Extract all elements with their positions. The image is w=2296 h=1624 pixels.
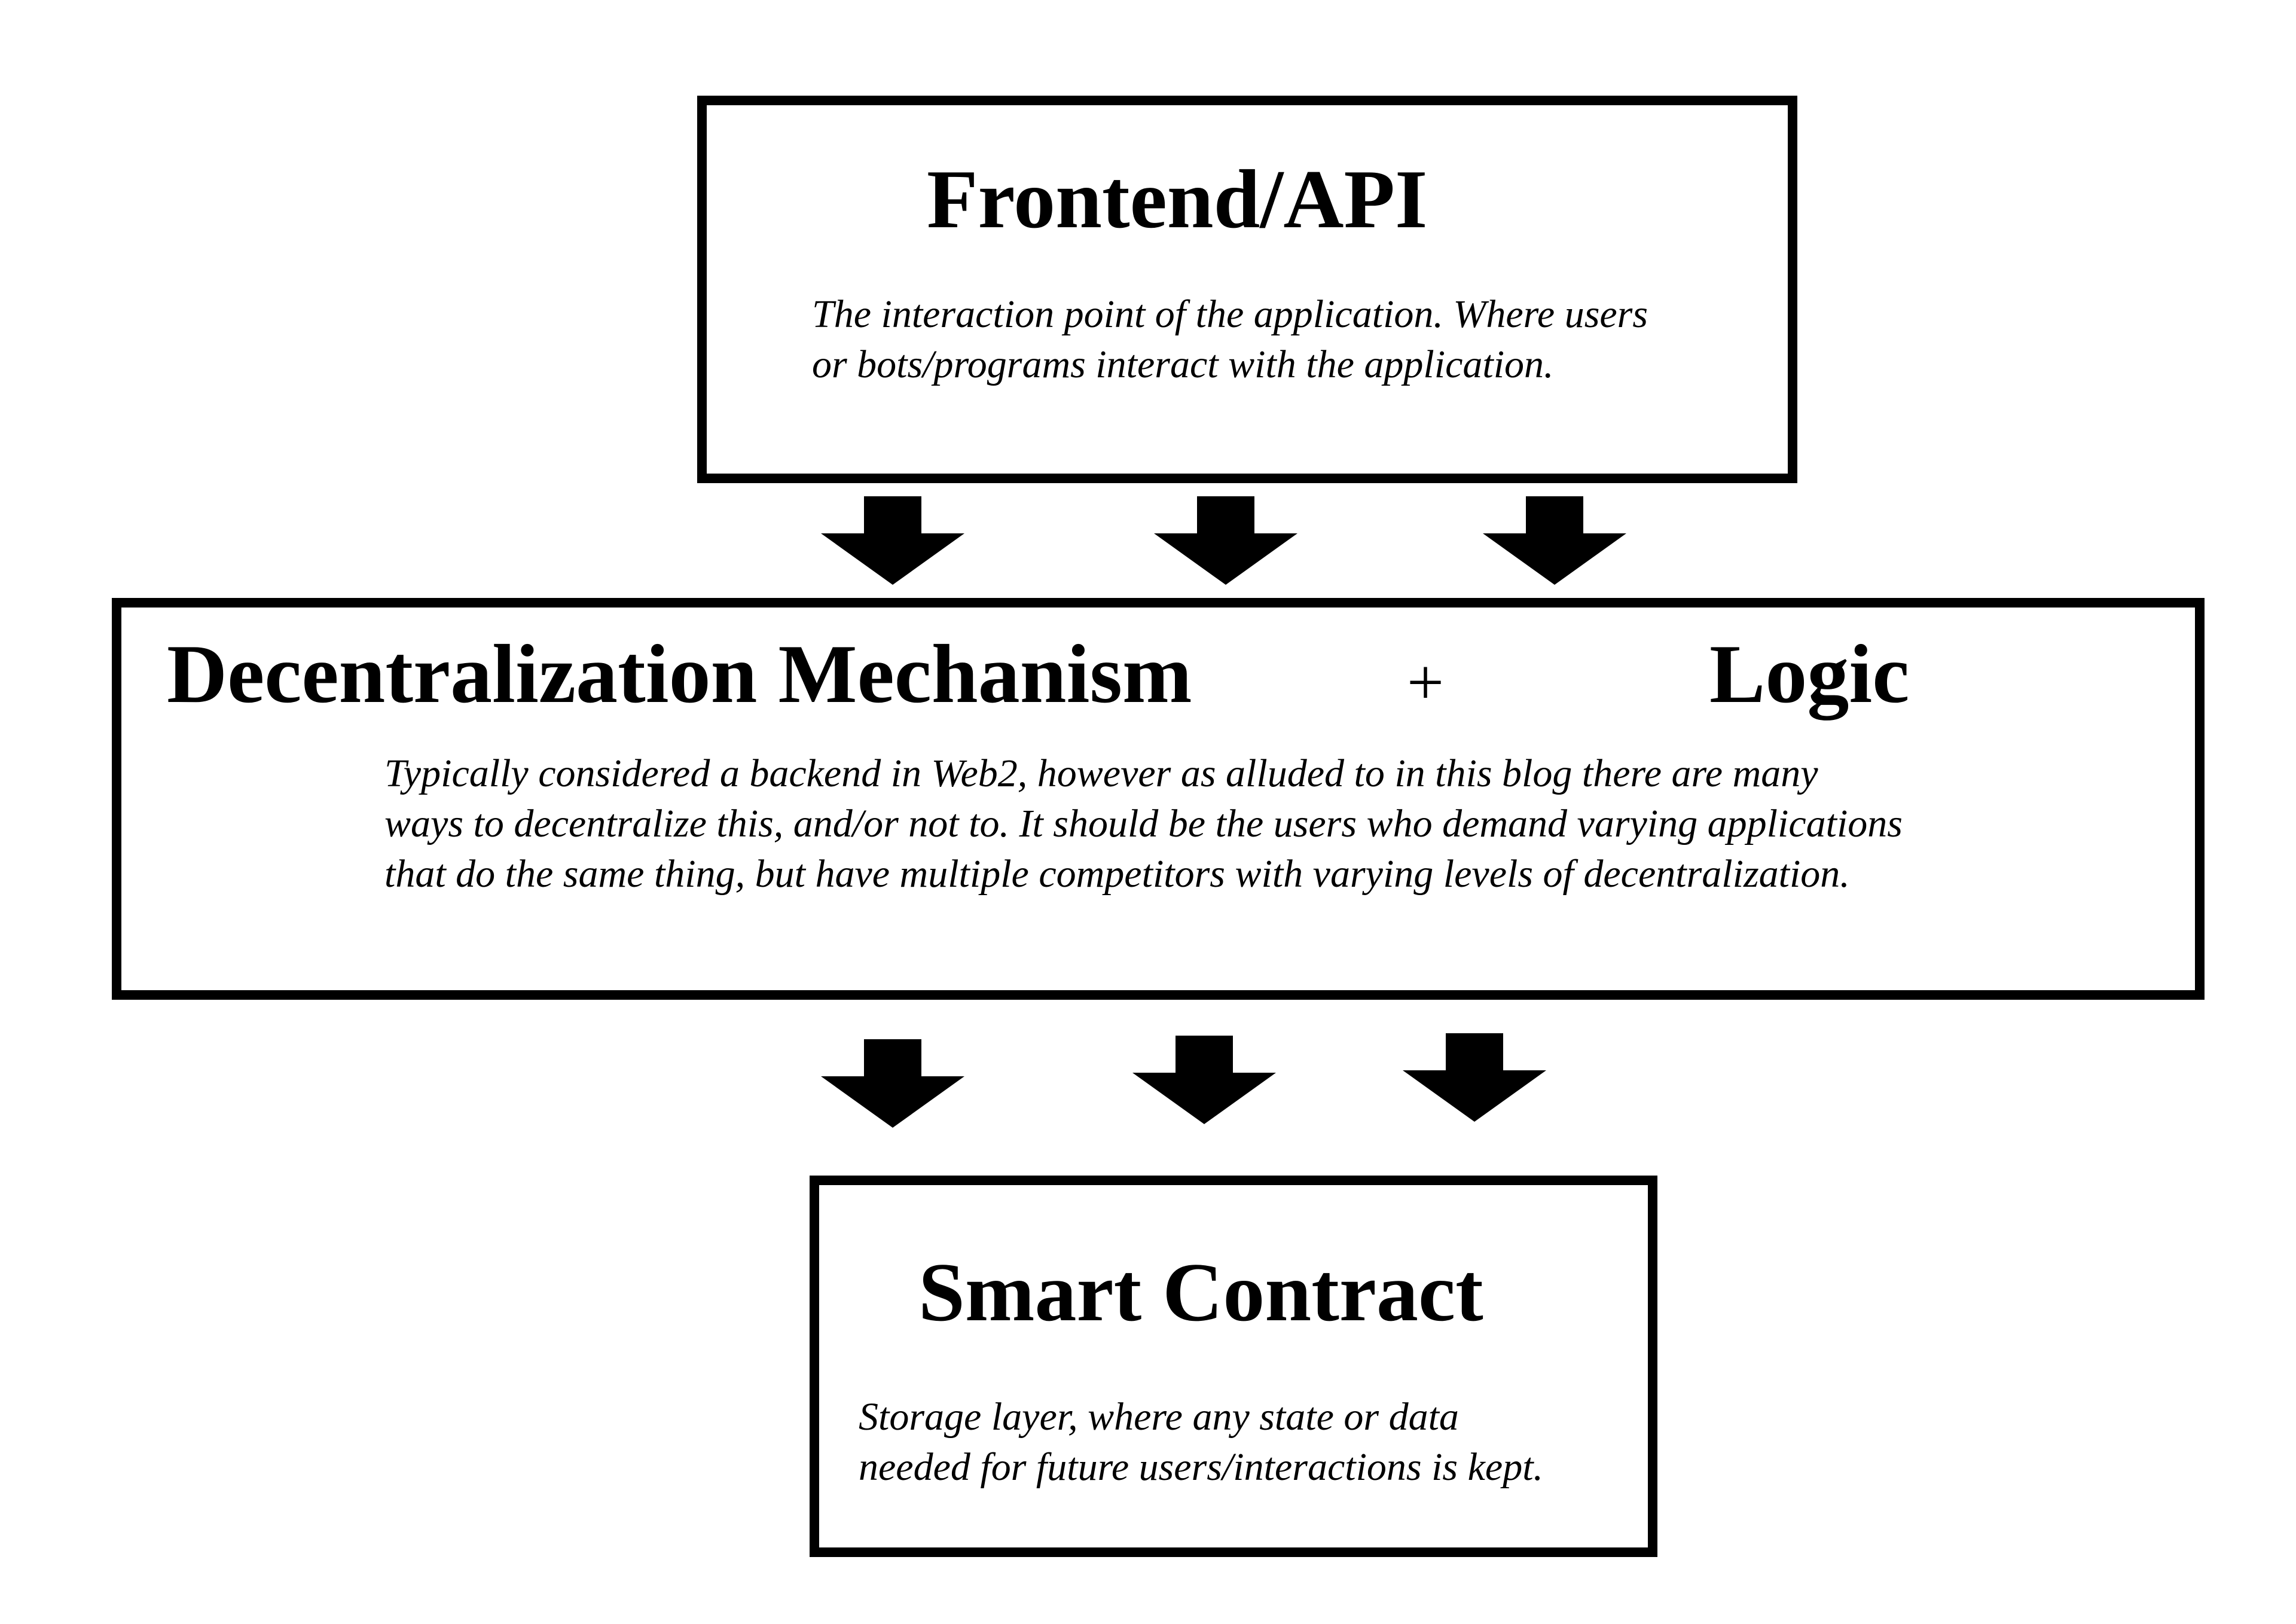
smart-contract-description-line-1: Storage layer, where any state or data [859,1395,1459,1439]
decentralization-description-line-2: ways to decentralize this, and/or not to… [384,802,1903,845]
smart-contract-box: Smart Contract Storage layer, where any … [810,1176,1657,1557]
down-arrow-icon [1154,496,1297,585]
smart-contract-description: Storage layer, where any state or data n… [859,1392,1543,1492]
decentralization-mechanism-title: Decentralization Mechanism [167,628,1192,721]
down-arrow-icon [821,496,964,585]
smart-contract-title: Smart Contract [918,1246,1483,1339]
frontend-api-title: Frontend/API [927,153,1428,246]
frontend-api-description-line-1: The interaction point of the application… [812,292,1648,336]
smart-contract-description-line-2: needed for future users/interactions is … [859,1445,1544,1489]
decentralization-logic-description: Typically considered a backend in Web2, … [384,749,1903,899]
down-arrow-icon [1483,496,1626,585]
decentralization-logic-box: Decentralization Mechanism + Logic Typic… [112,598,2205,1000]
down-arrow-icon [821,1039,964,1128]
down-arrow-icon [1132,1036,1276,1124]
decentralization-description-line-3: that do the same thing, but have multipl… [384,852,1850,896]
frontend-api-box: Frontend/API The interaction point of th… [697,96,1797,483]
down-arrow-icon [1403,1033,1546,1122]
decentralization-description-line-1: Typically considered a backend in Web2, … [384,752,1818,795]
frontend-api-description: The interaction point of the application… [812,289,1648,390]
frontend-api-description-line-2: or bots/programs interact with the appli… [812,343,1554,386]
plus-sign: + [1407,646,1445,719]
logic-title: Logic [1709,628,1910,721]
